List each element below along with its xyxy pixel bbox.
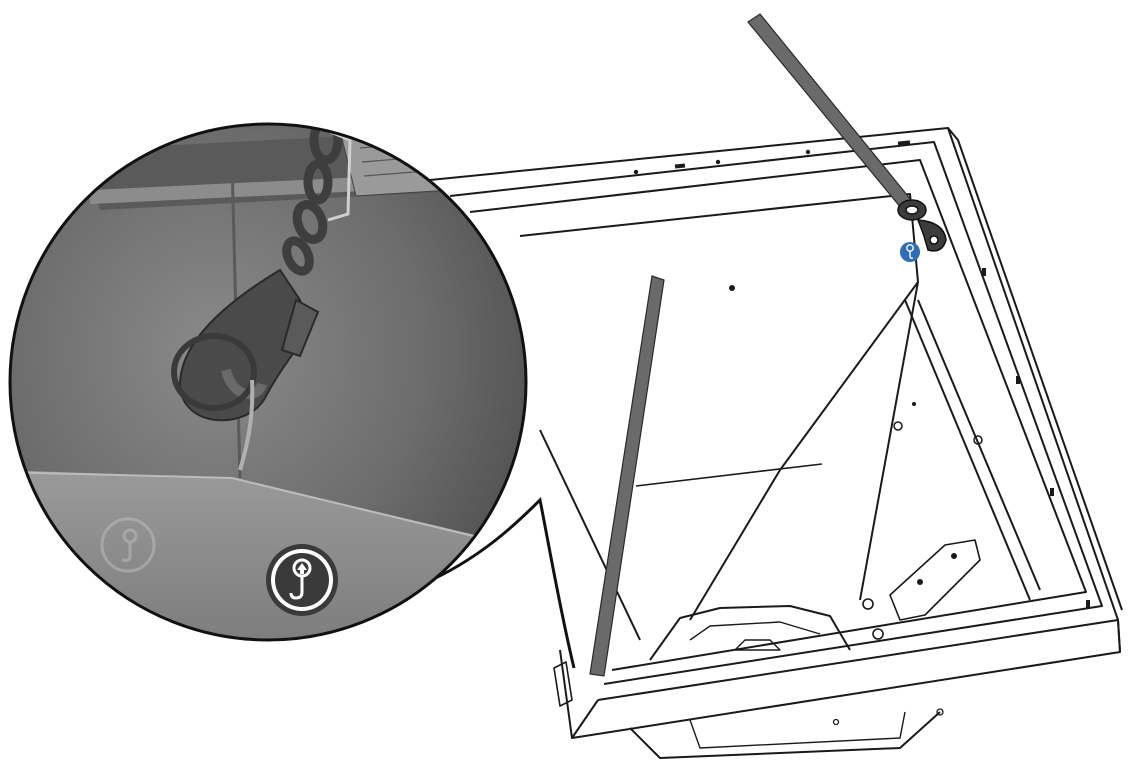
- access-plate: [889, 539, 981, 621]
- funnel-outlet: [649, 605, 851, 661]
- chain: [282, 124, 343, 276]
- funnel-slope-center: [689, 281, 919, 621]
- corner-shackle: [897, 199, 947, 252]
- lifting-point-icon: [266, 544, 338, 616]
- funnel-slope-left: [539, 429, 641, 641]
- hopper-top-rim-flange: [469, 159, 1087, 671]
- faded-lifting-symbol: [100, 517, 156, 573]
- lifting-strap-right: [747, 13, 917, 215]
- rim-slots: [633, 140, 1090, 726]
- lifting-hook: [171, 124, 352, 471]
- hopper-frame: [429, 127, 1123, 759]
- hopper-top-rim-inner: [449, 141, 1103, 685]
- hopper-top-rim-outer: [429, 127, 1119, 701]
- hopper-back-wall: [519, 193, 919, 283]
- lifting-strap-left: [589, 275, 665, 677]
- hopper-underside: [629, 711, 941, 759]
- lifting-point-badge: [900, 242, 920, 262]
- callout-leader-line: [419, 496, 576, 669]
- funnel-slope-right: [859, 281, 919, 601]
- hopper-front-wall: [559, 619, 1121, 739]
